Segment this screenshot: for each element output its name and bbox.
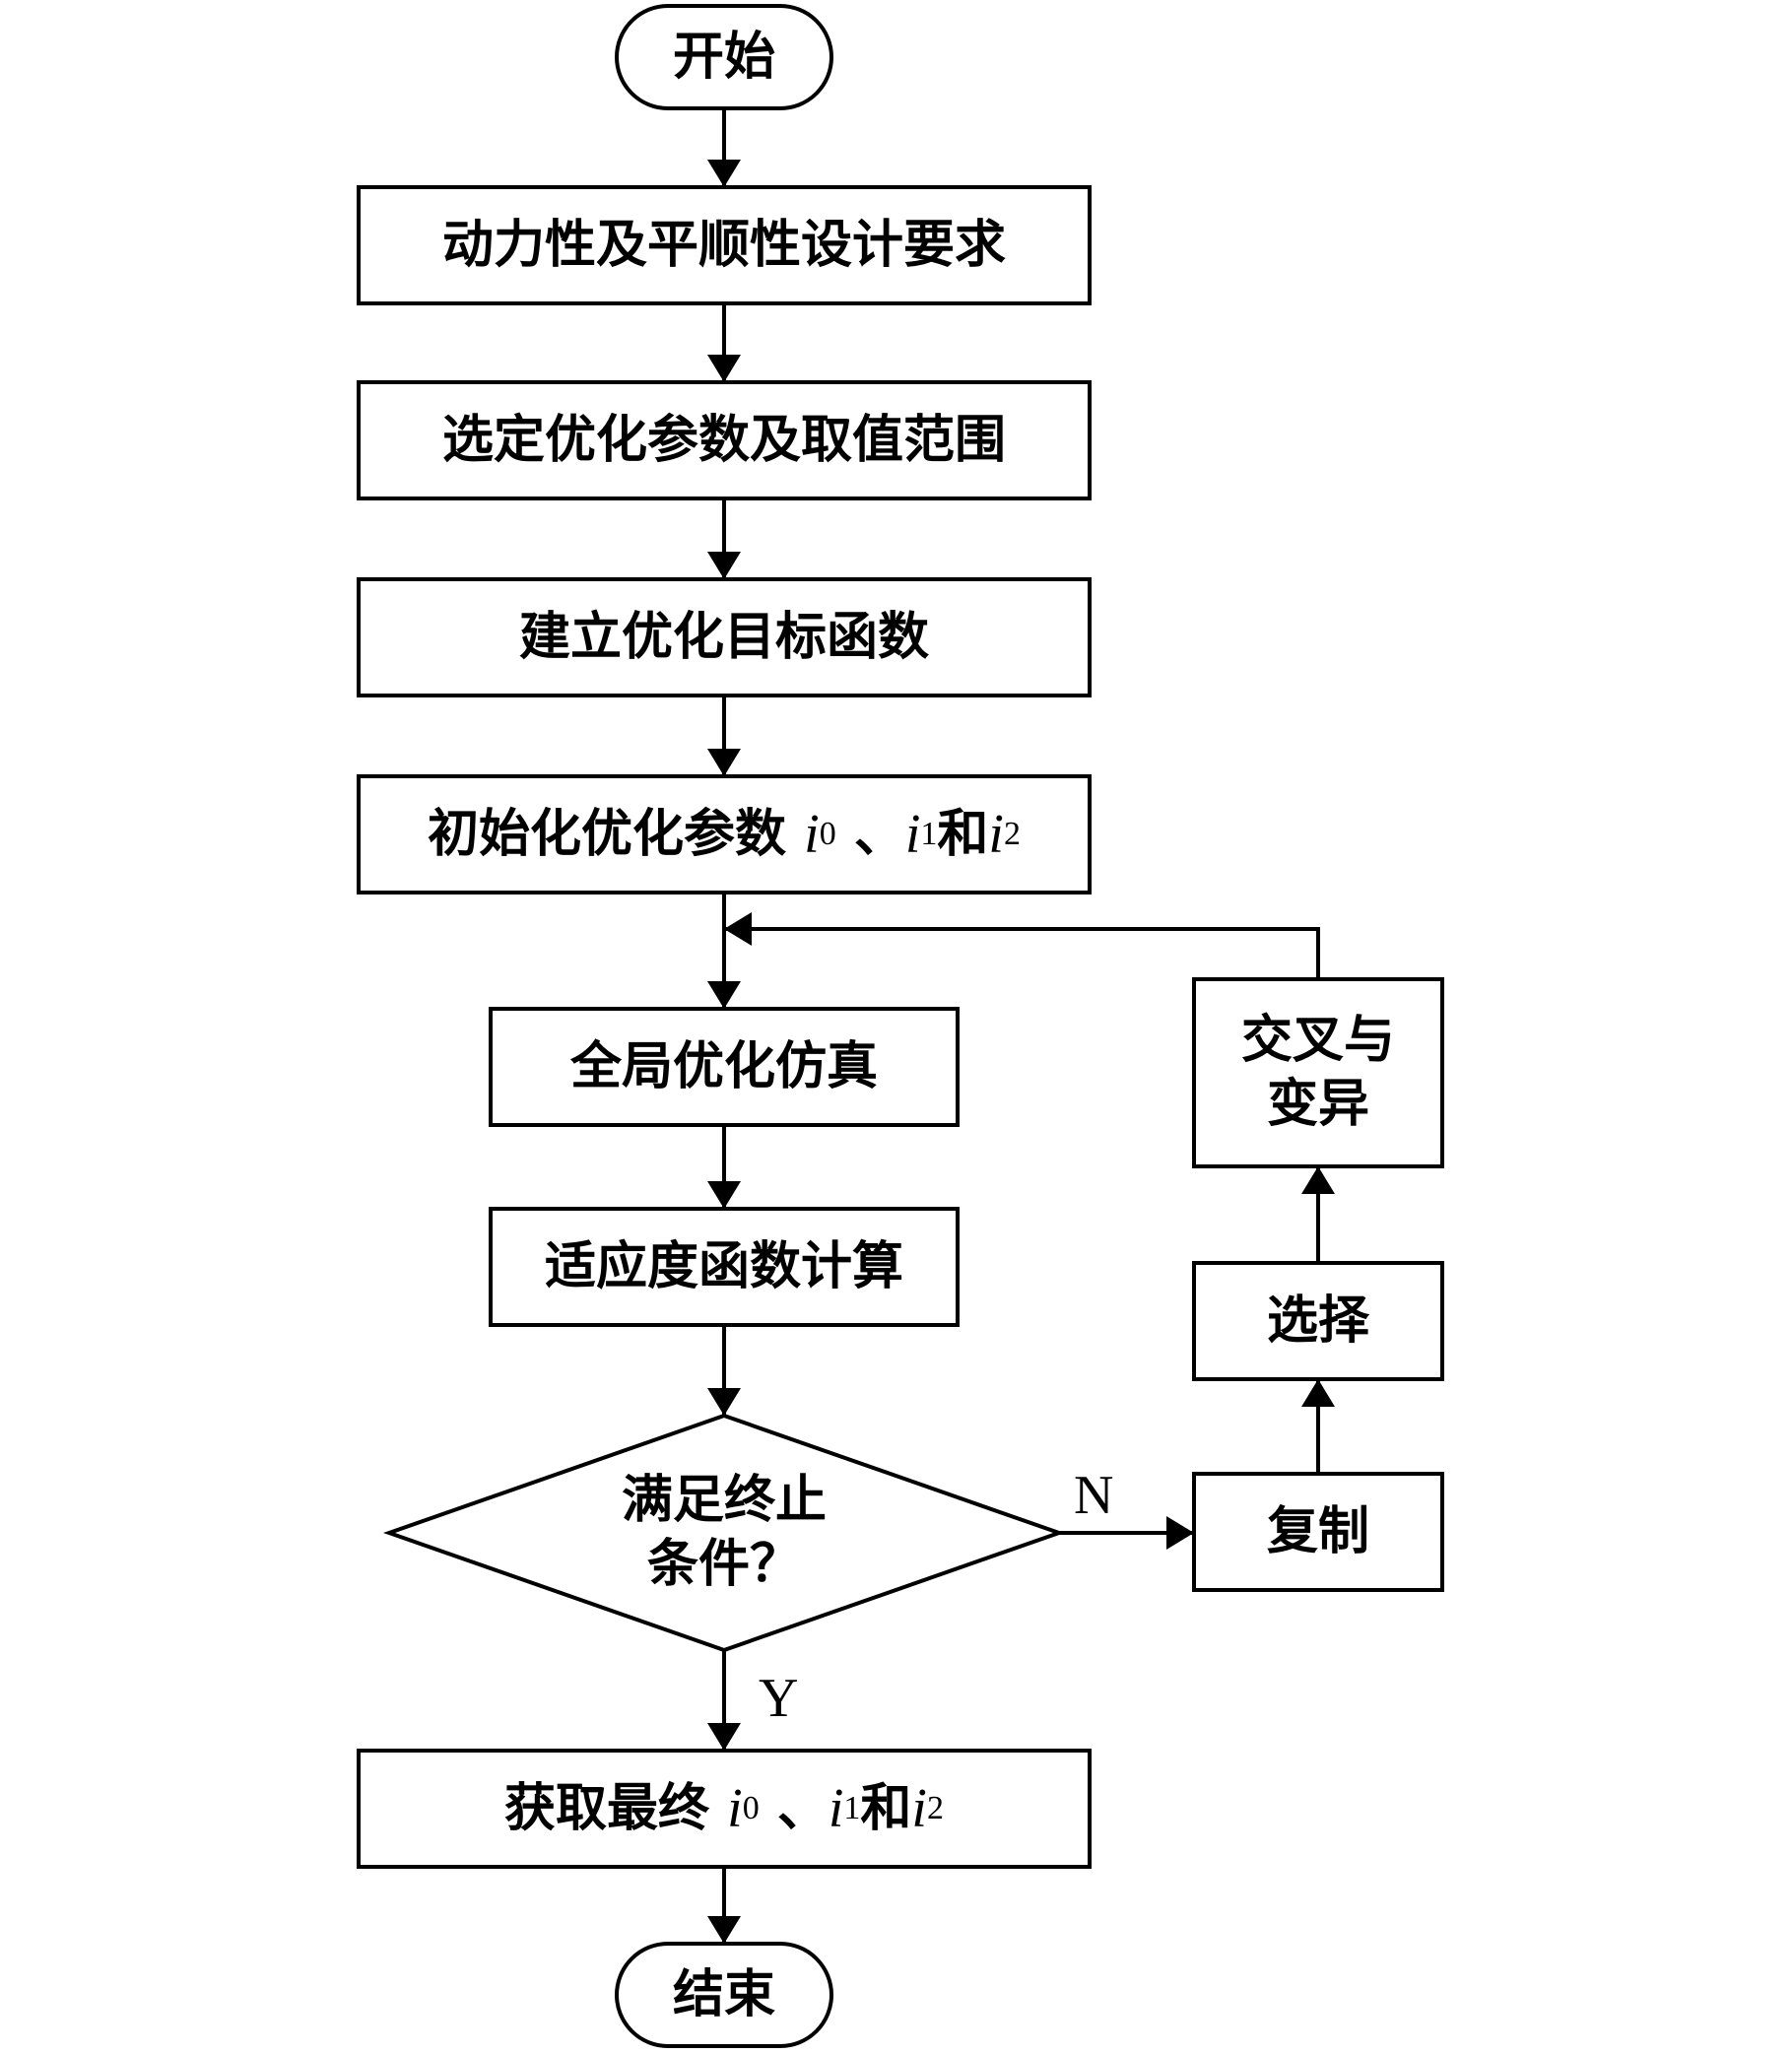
get-final-var-i2: i	[911, 1778, 927, 1839]
arrow-crossover-loop-back	[724, 912, 1320, 979]
init-params-sub-2: 2	[1003, 815, 1021, 852]
init-params-sub-0: 0	[819, 815, 836, 852]
decision-line-2: 条件？	[646, 1535, 801, 1594]
get-final-var-i1: i	[828, 1778, 844, 1839]
global-sim-label: 全局优化仿真	[569, 1036, 878, 1096]
design-requirements-label: 动力性及平顺性设计要求	[441, 215, 1006, 275]
init-params-and: 和	[937, 804, 989, 864]
init-params-var-i0: i	[804, 804, 820, 865]
init-params-prefix: 初始化优化参数	[428, 804, 787, 864]
build-objective-label: 建立优化目标函数	[518, 607, 929, 667]
get-final-sub-1: 1	[843, 1789, 861, 1826]
crossover-line-1: 交叉与	[1240, 1011, 1395, 1070]
init-params-var-i2: i	[988, 804, 1004, 865]
fitness-calc-label: 适应度函数计算	[544, 1236, 903, 1296]
get-final-separator: 、	[776, 1778, 829, 1838]
branch-yes-label: Y	[759, 1668, 799, 1729]
decision-line-1: 满足终止	[621, 1471, 827, 1530]
start-label: 开始	[672, 27, 775, 87]
replicate-label: 复制	[1266, 1501, 1369, 1561]
selection-label: 选择	[1266, 1291, 1369, 1351]
get-final-var-i0: i	[727, 1778, 743, 1839]
decision-label: 满足终止 条件？	[547, 1458, 901, 1608]
crossover-label: 交叉与 变异	[1194, 979, 1442, 1166]
get-final-sub-0: 0	[742, 1789, 760, 1826]
get-final-prefix: 获取最终	[504, 1778, 710, 1838]
init-params-sub-1: 1	[920, 815, 938, 852]
get-final-and: 和	[860, 1778, 912, 1838]
init-params-var-i1: i	[904, 804, 921, 865]
select-params-label: 选定优化参数及取值范围	[441, 410, 1006, 470]
init-params-separator: 、	[853, 804, 905, 864]
branch-no-label: N	[1074, 1465, 1114, 1526]
get-final-sub-2: 2	[926, 1789, 944, 1826]
end-label: 结束	[672, 1964, 775, 2024]
crossover-line-2: 变异	[1266, 1075, 1369, 1134]
